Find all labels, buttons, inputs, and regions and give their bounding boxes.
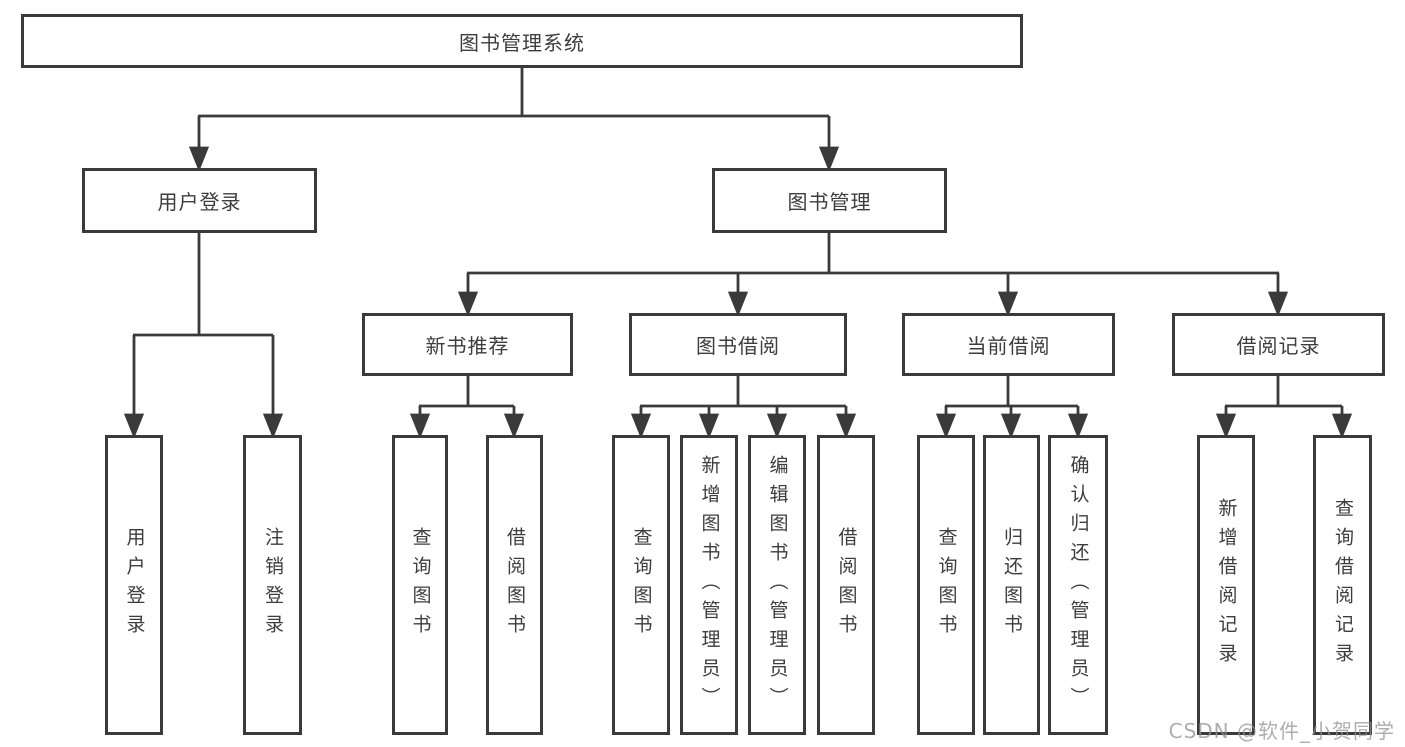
leaf-edit-book-admin: 编辑图书（管理员） bbox=[748, 435, 806, 735]
node-book-borrow: 图书借阅 bbox=[629, 313, 847, 376]
node-current-borrow: 当前借阅 bbox=[902, 313, 1115, 376]
leaf-logout-label: 注销登录 bbox=[262, 527, 284, 643]
connector-book-management bbox=[457, 233, 1289, 317]
leaf-recommend-borrow-book: 借阅图书 bbox=[486, 435, 543, 735]
leaf-return-book: 归还图书 bbox=[983, 435, 1040, 735]
connector-new-book-recommend bbox=[409, 376, 525, 439]
leaf-borrow-query-book: 查询图书 bbox=[612, 435, 670, 735]
leaf-add-borrow-record: 新增借阅记录 bbox=[1197, 435, 1255, 735]
node-book-borrow-label: 图书借阅 bbox=[696, 334, 780, 358]
leaf-current-query-book: 查询图书 bbox=[917, 435, 975, 735]
node-book-management-label: 图书管理 bbox=[787, 190, 872, 214]
node-book-management: 图书管理 bbox=[712, 168, 947, 233]
node-new-book-recommend-label: 新书推荐 bbox=[425, 334, 510, 358]
leaf-logout: 注销登录 bbox=[243, 435, 302, 735]
leaf-borrow-query-book-label: 查询图书 bbox=[630, 527, 653, 643]
connector-user-login bbox=[123, 233, 284, 439]
leaf-confirm-return-admin: 确认归还（管理员） bbox=[1048, 435, 1108, 735]
leaf-add-borrow-record-label: 新增借阅记录 bbox=[1215, 498, 1238, 672]
csdn-watermark: CSDN @软件_小贺同学 bbox=[1168, 719, 1395, 743]
leaf-edit-book-admin-label: 编辑图书（管理员） bbox=[766, 454, 789, 716]
leaf-borrow-borrow-book-label: 借阅图书 bbox=[835, 527, 858, 643]
leaf-user-login: 用户登录 bbox=[105, 435, 163, 735]
leaf-user-login-label: 用户登录 bbox=[123, 527, 146, 643]
leaf-borrow-borrow-book: 借阅图书 bbox=[817, 435, 875, 735]
node-borrow-records: 借阅记录 bbox=[1172, 313, 1385, 376]
node-new-book-recommend: 新书推荐 bbox=[362, 313, 573, 376]
leaf-recommend-borrow-book-label: 借阅图书 bbox=[504, 527, 526, 643]
leaf-query-borrow-record: 查询借阅记录 bbox=[1313, 435, 1372, 735]
node-current-borrow-label: 当前借阅 bbox=[966, 334, 1051, 358]
leaf-query-borrow-record-label: 查询借阅记录 bbox=[1332, 498, 1354, 672]
leaf-confirm-return-admin-label: 确认归还（管理员） bbox=[1067, 454, 1090, 716]
connector-root bbox=[188, 68, 840, 172]
leaf-recommend-query-book: 查询图书 bbox=[392, 435, 448, 735]
node-borrow-records-label: 借阅记录 bbox=[1236, 334, 1321, 358]
node-user-login: 用户登录 bbox=[82, 168, 317, 233]
leaf-add-book-admin: 新增图书（管理员） bbox=[680, 435, 738, 735]
node-root: 图书管理系统 bbox=[21, 14, 1023, 68]
connector-current-borrow bbox=[935, 376, 1089, 439]
leaf-return-book-label: 归还图书 bbox=[1001, 527, 1023, 643]
connector-borrow-records bbox=[1215, 376, 1353, 439]
connector-book-borrow bbox=[630, 376, 857, 439]
node-root-label: 图书管理系统 bbox=[459, 30, 585, 55]
leaf-current-query-book-label: 查询图书 bbox=[935, 527, 958, 643]
leaf-recommend-query-book-label: 查询图书 bbox=[409, 527, 432, 643]
node-user-login-label: 用户登录 bbox=[157, 190, 242, 214]
leaf-add-book-admin-label: 新增图书（管理员） bbox=[698, 454, 721, 716]
